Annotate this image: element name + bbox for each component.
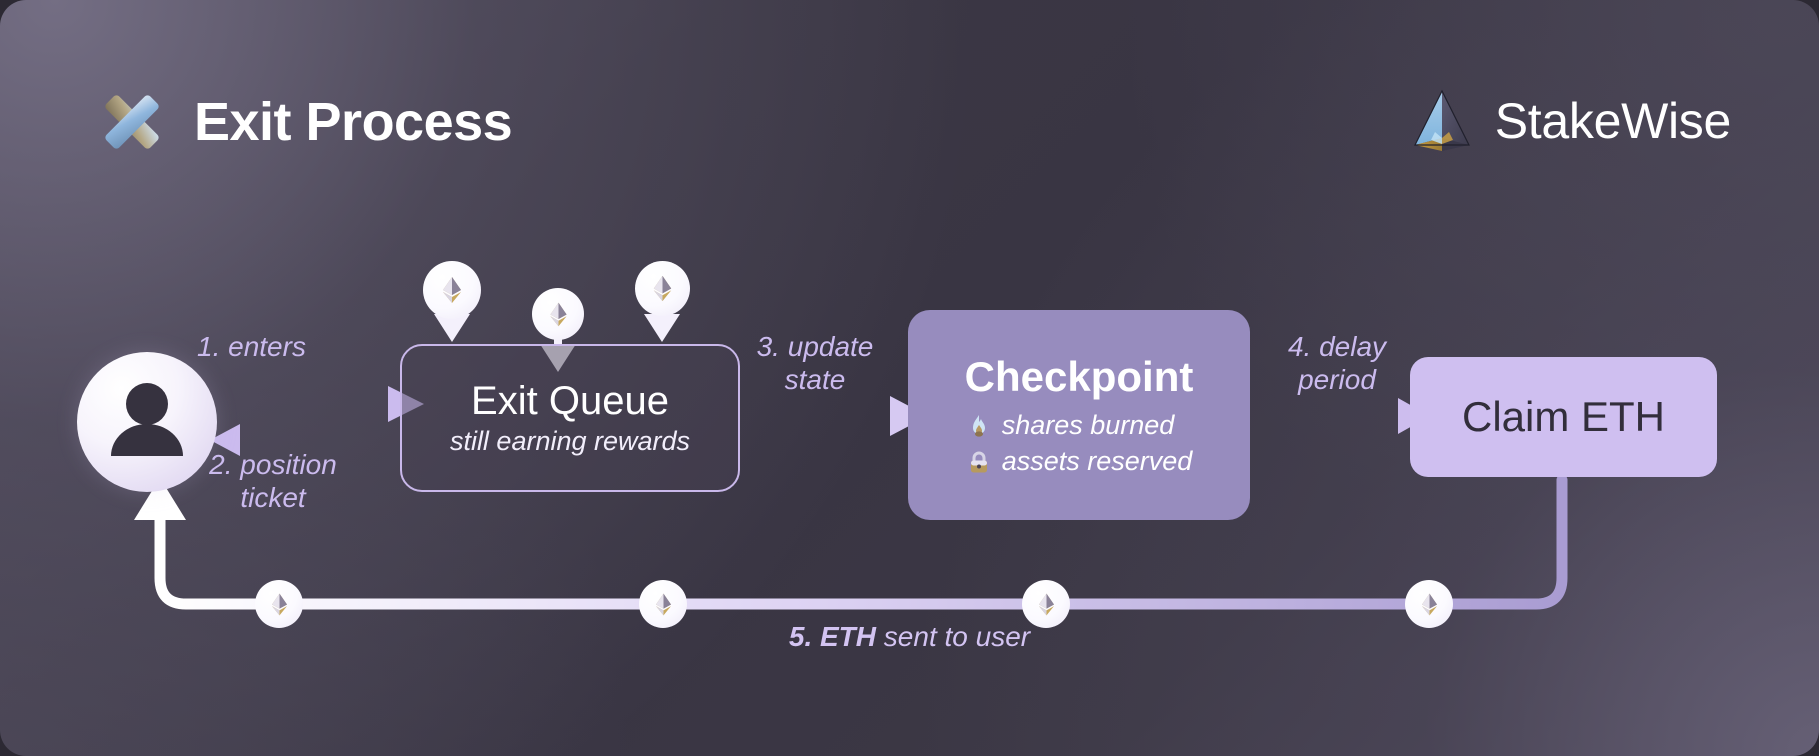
stakewise-pyramid-logo — [1411, 88, 1473, 154]
exit-queue-title: Exit Queue — [471, 378, 669, 423]
person-icon — [111, 383, 183, 456]
eth-token-inflow-2 — [532, 288, 584, 340]
ethereum-diamond-icon — [655, 593, 671, 615]
step-label-3: 3. update state — [756, 331, 874, 396]
eth-token-return-2 — [639, 580, 687, 628]
ethereum-diamond-icon — [271, 593, 287, 615]
step-label-4: 4. delay period — [1287, 331, 1387, 396]
title-text: Exit Process — [194, 92, 513, 152]
ethereum-diamond-icon — [1421, 593, 1437, 615]
eth-token-return-1 — [255, 580, 303, 628]
user-avatar[interactable] — [77, 352, 217, 492]
claim-eth-title: Claim ETH — [1461, 393, 1665, 440]
brand-text: StakeWise — [1494, 93, 1732, 149]
ethereum-diamond-icon — [653, 275, 672, 302]
node-checkpoint[interactable]: Checkpoint shares burned — [908, 310, 1250, 520]
exit-queue-subtitle: still earning rewards — [449, 425, 691, 456]
checkpoint-title: Checkpoint — [964, 353, 1194, 401]
step-5-rest: sent to user — [876, 621, 1031, 652]
eth-token-return-3 — [1022, 580, 1070, 628]
eth-token-return-4 — [1405, 580, 1453, 628]
ethereum-diamond-icon — [549, 302, 567, 326]
brand-logo: StakeWise — [1411, 88, 1731, 154]
fire-emoji — [966, 413, 992, 439]
checkpoint-line-shares-burned: shares burned — [966, 408, 1193, 444]
ethereum-diamond-icon — [443, 277, 461, 303]
ethereum-diamond-icon — [1038, 593, 1054, 615]
step-label-2: 2. position ticket — [209, 449, 337, 514]
checkpoint-line-text: assets reserved — [1001, 446, 1193, 477]
eth-token-inflow-1 — [423, 261, 481, 319]
node-exit-queue[interactable]: Exit Queue still earning rewards — [400, 344, 740, 492]
step-label-1: 1. enters — [197, 331, 306, 362]
node-claim-eth[interactable]: Claim ETH — [1410, 357, 1717, 477]
lock-emoji — [966, 449, 992, 475]
cross-mark-3d-icon — [96, 86, 168, 158]
checkpoint-line-assets-reserved: assets reserved — [966, 444, 1193, 480]
step-label-5: 5. ETH sent to user — [0, 620, 1819, 653]
eth-token-inflow-3 — [635, 261, 690, 316]
step-5-bold: 5. ETH — [788, 621, 877, 652]
checkpoint-line-text: shares burned — [1001, 410, 1175, 441]
page-title: Exit Process — [96, 86, 513, 158]
